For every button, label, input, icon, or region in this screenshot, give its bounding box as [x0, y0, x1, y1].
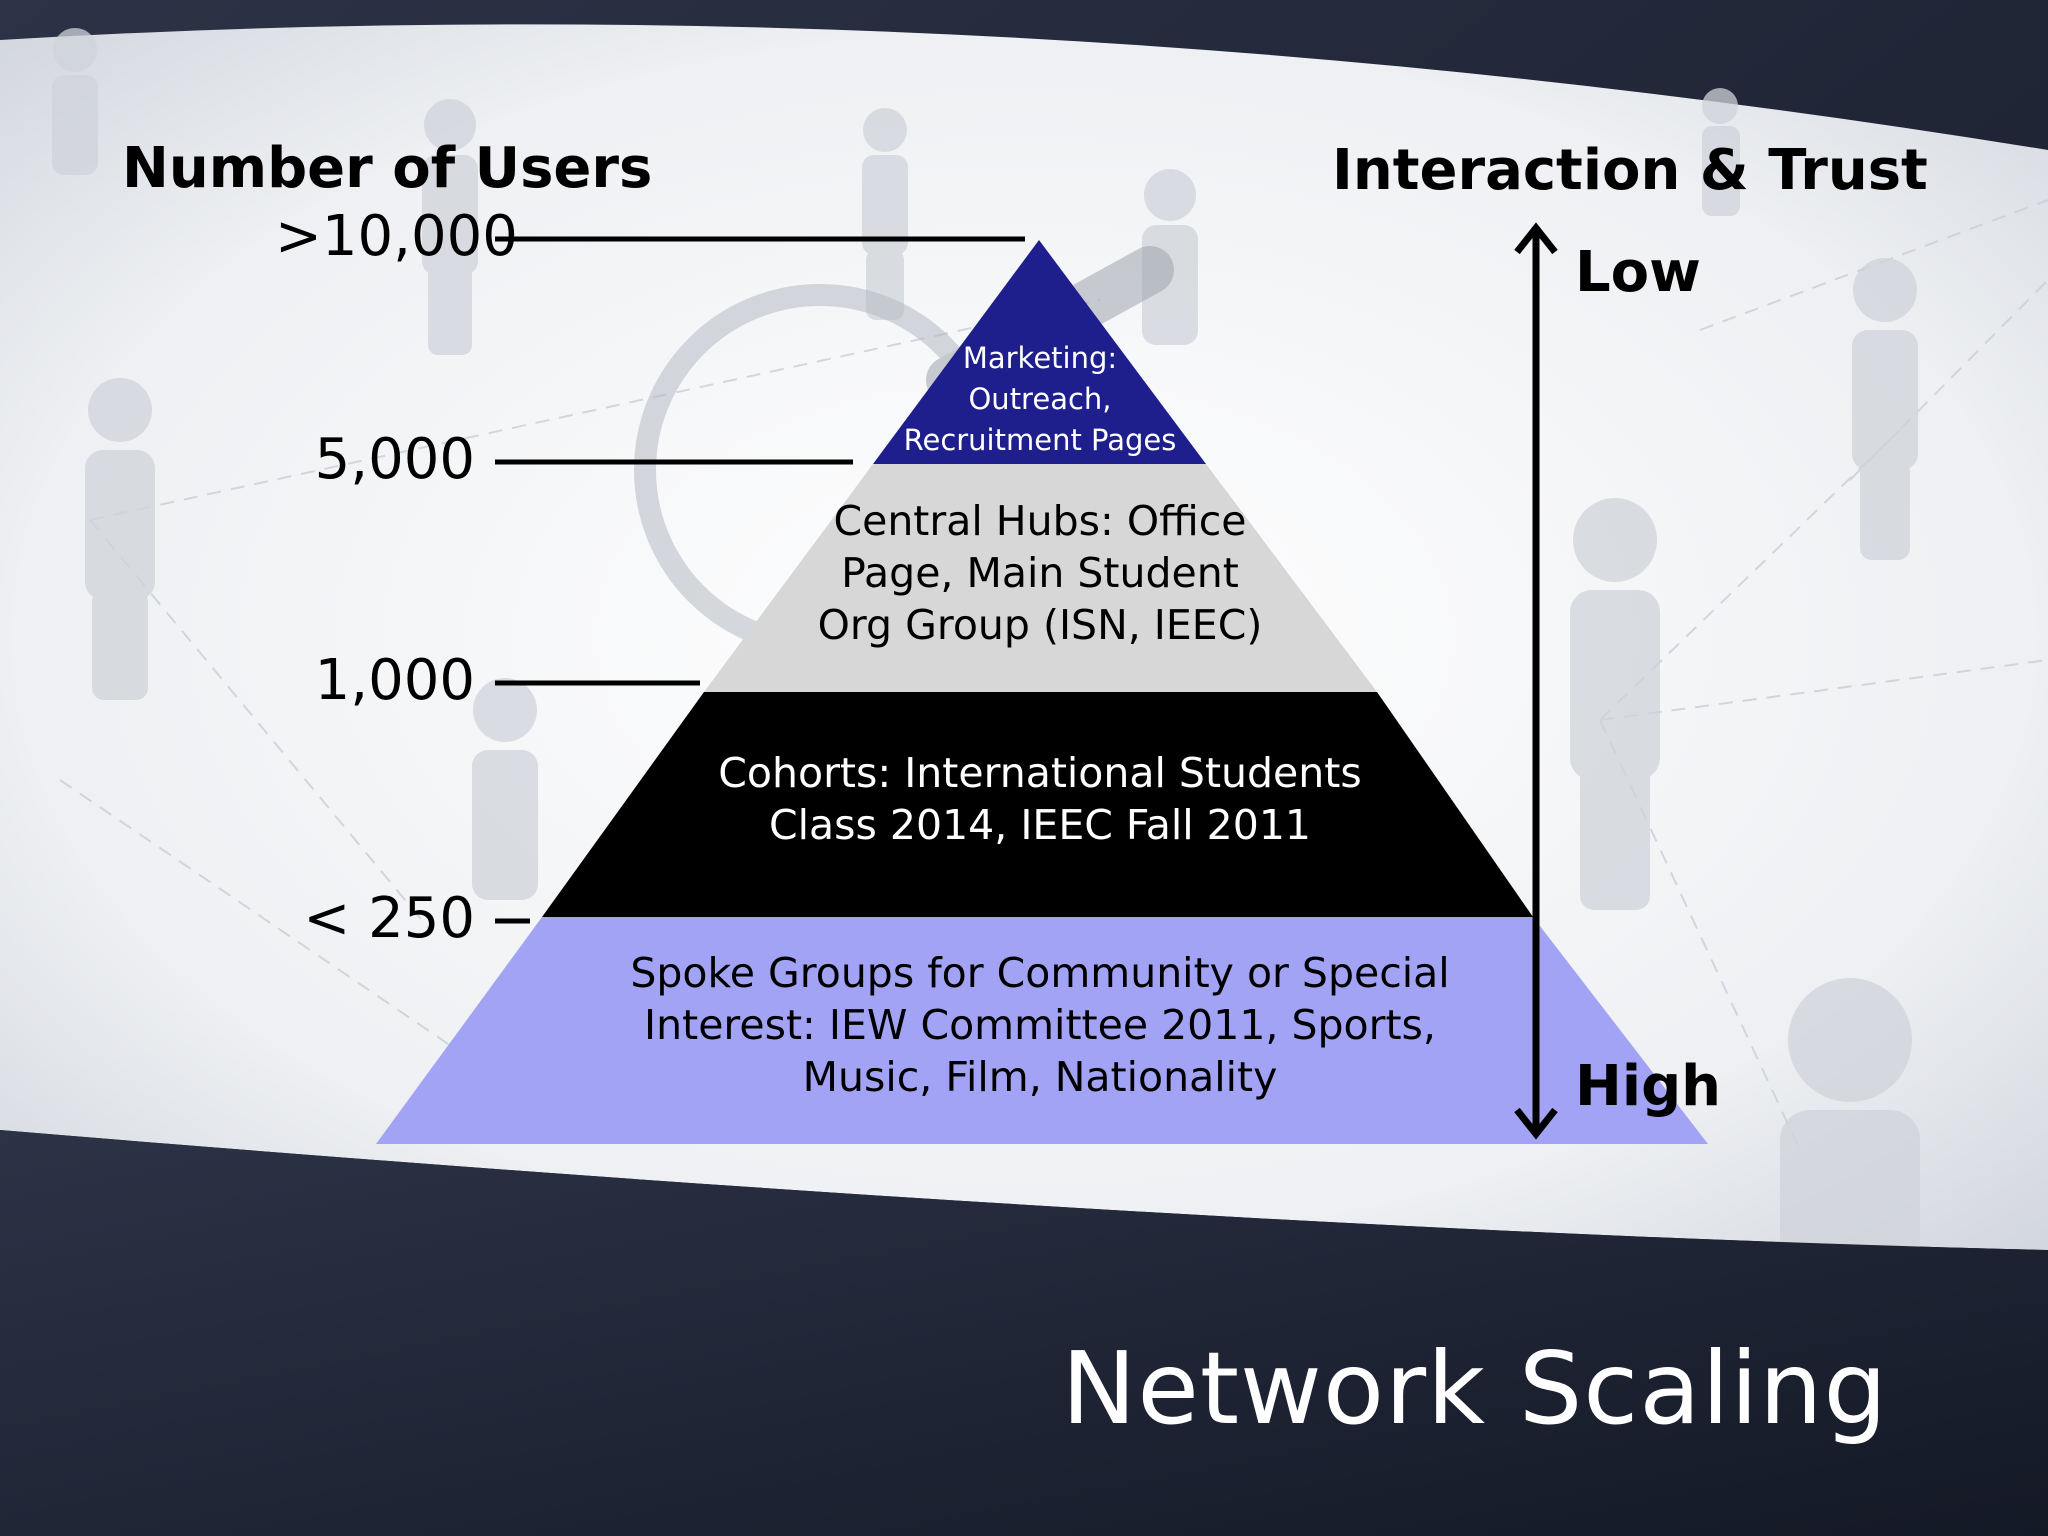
tier-second-line: Page, Main Student [841, 549, 1239, 598]
tier-bottom-shape [376, 917, 1708, 1144]
arrow-down-head [1514, 1107, 1558, 1140]
tier-top-line: Marketing: [962, 341, 1118, 375]
tier-second-text: Central Hubs: Office Page, Main Student … [760, 495, 1320, 651]
tier-third-line: Cohorts: International Students [718, 749, 1362, 797]
tier-third-shape [542, 692, 1533, 917]
tick-lines [495, 236, 1025, 924]
tier-second-shape [704, 464, 1377, 692]
tier-bottom-line: Spoke Groups for Community or Special [630, 949, 1450, 997]
tier-bottom-line: Interest: IEW Committee 2011, Sports, [644, 1001, 1436, 1050]
tier-top-line: Outreach, [968, 382, 1112, 417]
tier-second-line: Central Hubs: Office [833, 497, 1247, 545]
tier-top-line: Recruitment Pages [903, 423, 1177, 458]
slide-title: Network Scaling [1061, 1330, 1888, 1447]
tier-bottom-text: Spoke Groups for Community or Special In… [560, 947, 1520, 1103]
tier-bottom-line: Music, Film, Nationality [802, 1053, 1278, 1102]
arrow-up-head [1514, 222, 1558, 255]
trust-high-label: High [1575, 1054, 1722, 1119]
tick-label-10000: >10,000 [275, 204, 518, 269]
tick-label-1000: 1,000 [314, 648, 475, 713]
tier-third-line: Class 2014, IEEC Fall 2011 [769, 801, 1311, 850]
tick-label-250: < 250 [303, 886, 475, 951]
tier-top-shape [873, 240, 1206, 464]
left-axis-heading: Number of Users [122, 136, 653, 201]
tick-label-5000: 5,000 [314, 427, 475, 492]
right-axis-heading: Interaction & Trust [1332, 138, 1928, 203]
interaction-arrow [1514, 222, 1558, 1140]
trust-low-label: Low [1575, 240, 1701, 305]
tier-third-text: Cohorts: International Students Class 20… [640, 747, 1440, 851]
tier-second-line: Org Group (ISN, IEEC) [817, 601, 1263, 650]
tier-top-text: Marketing: Outreach, Recruitment Pages [890, 338, 1190, 462]
